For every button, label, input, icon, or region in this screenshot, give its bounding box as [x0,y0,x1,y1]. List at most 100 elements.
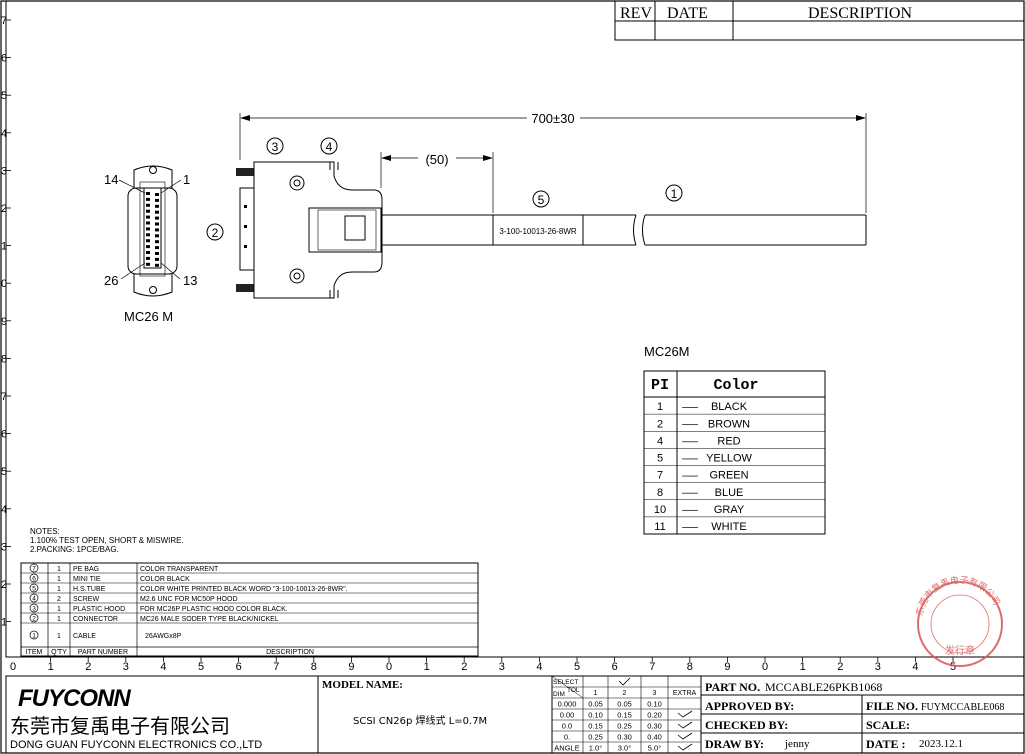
tol-value: 0.10 [588,711,603,720]
check-icon [677,743,693,751]
pin-contact [146,227,150,231]
bottom-ruler-mark: 6 [612,661,618,673]
bottom-ruler-mark: 0 [762,661,768,673]
date-header: DATE [667,5,708,22]
tol-col: 1 [594,690,598,697]
note-1: 1.100% TEST OPEN, SHORT & MISWIRE. [30,536,184,545]
bom-part: PLASTIC HOOD [73,606,125,613]
bom-qty: 1 [57,586,61,593]
pin-number: 11 [654,521,665,533]
bottom-ruler-mark: 3 [499,661,505,673]
wire-color: RED [717,435,740,447]
item-balloon [29,573,39,583]
bom-item: 4 [32,596,36,603]
tol-value: 0.05 [617,700,632,709]
model-name-value: SCSI CN26p 焊线式 L=0.7M [353,714,487,727]
bom-desc: 26AWGx8P [145,633,182,640]
revision-block: REV DATE DESCRIPTION [614,0,1025,41]
pin-contact [146,239,150,243]
color-header: Color [713,377,758,394]
wire-color: GRAY [714,504,745,516]
tol-dim-value: 0. [564,733,570,742]
tol-col: 3 [653,690,657,697]
pin-contact [146,203,150,207]
bom-item: 3 [32,606,36,613]
pin-contact [146,197,150,201]
bom-desc: COLOR TRANSPARENT [140,566,219,573]
bom-part: H.S.TUBE [73,586,106,593]
pin-contact [146,233,150,237]
pin-label-1: 1 [183,172,190,187]
tol-col: EXTRA [673,690,697,697]
left-ruler-mark: 1 [1,241,7,253]
bottom-ruler-mark: 0 [386,661,392,673]
bottom-ruler-mark: 5 [198,661,204,673]
mount-hole-icon [149,286,157,294]
balloon-4-label: 4 [326,140,333,154]
left-ruler-mark: 0 [1,278,7,290]
bom-item: 5 [32,586,36,593]
company-name-en: DONG GUAN FUYCONN ELECTRONICS CO.,LTD [10,739,262,751]
bom-qty: 1 [57,633,61,640]
tol-value: 0.30 [617,733,632,742]
bottom-ruler-mark: 4 [912,661,918,673]
bom-part-header: PART NUMBER [78,649,128,656]
pin-contact [155,246,159,250]
tol-select: SELECT [553,679,578,686]
bom-item: 1 [32,633,36,640]
tol-value: 0.15 [588,722,603,731]
pin-contact [155,210,159,214]
balloon-2-label: 2 [212,226,219,240]
pin-label-26: 26 [104,273,118,288]
cable-side-view: 3-100-10013-26-8WR 700±30 (50) 3 4 5 1 [236,111,867,299]
balloon-1 [665,184,683,202]
left-ruler-mark: 4 [1,504,7,516]
tol-value: 0.10 [647,700,662,709]
bom-part: MINI TIE [73,576,101,583]
tol-value: 0.25 [617,722,632,731]
item-balloon [29,603,39,613]
bottom-ruler-mark: 1 [424,661,430,673]
pin-contact [155,198,159,202]
bottom-ruler-mark: 9 [348,661,354,673]
pin-contact [155,222,159,226]
check-icon [618,677,631,686]
stamp-center-text: 发行章 [945,644,975,657]
bottom-ruler-mark: 5 [950,661,956,673]
date-value: 2023.12.1 [919,738,963,750]
bom-part: CONNECTOR [73,616,118,623]
balloon-3 [266,137,284,155]
connector-pins [146,192,159,267]
tol-value: 0.15 [617,711,632,720]
pin-contact [155,263,159,267]
part-no-label: PART NO. [705,680,760,694]
bottom-ruler-mark: 9 [724,661,730,673]
left-ruler-mark: 2 [1,203,7,215]
bom-desc: COLOR BLACK [140,576,190,583]
balloon-1-label: 1 [671,187,678,201]
tol-dim-value: 0.0 [562,722,572,731]
pin-contact [155,240,159,244]
bottom-ruler-mark: 4 [160,661,166,673]
left-ruler-mark: 8 [1,353,7,365]
pin-contact [146,251,150,254]
wire-color: WHITE [711,521,746,533]
model-name-label: MODEL NAME: [322,679,403,691]
tol-dim: DIM [553,691,565,698]
approved-by-label: APPROVED BY: [705,699,794,713]
pin-number: 8 [657,487,663,499]
bom-desc: FOR MC26P PLASTIC HOOD COLOR BLACK. [140,606,288,613]
pin-contact [146,262,150,266]
item-balloon [29,563,39,573]
scale-label: SCALE: [866,718,910,732]
wire-color: GREEN [709,470,748,482]
pin-contact [146,245,150,249]
item-balloon [29,593,39,603]
balloon-2 [206,223,224,241]
pin-contact [155,193,159,196]
pin-contact [155,252,159,255]
bom-qty-header: Q'TY [51,649,67,656]
bom-desc: COLOR WHITE PRINTED BLACK WORD "3-100-10… [140,586,348,593]
